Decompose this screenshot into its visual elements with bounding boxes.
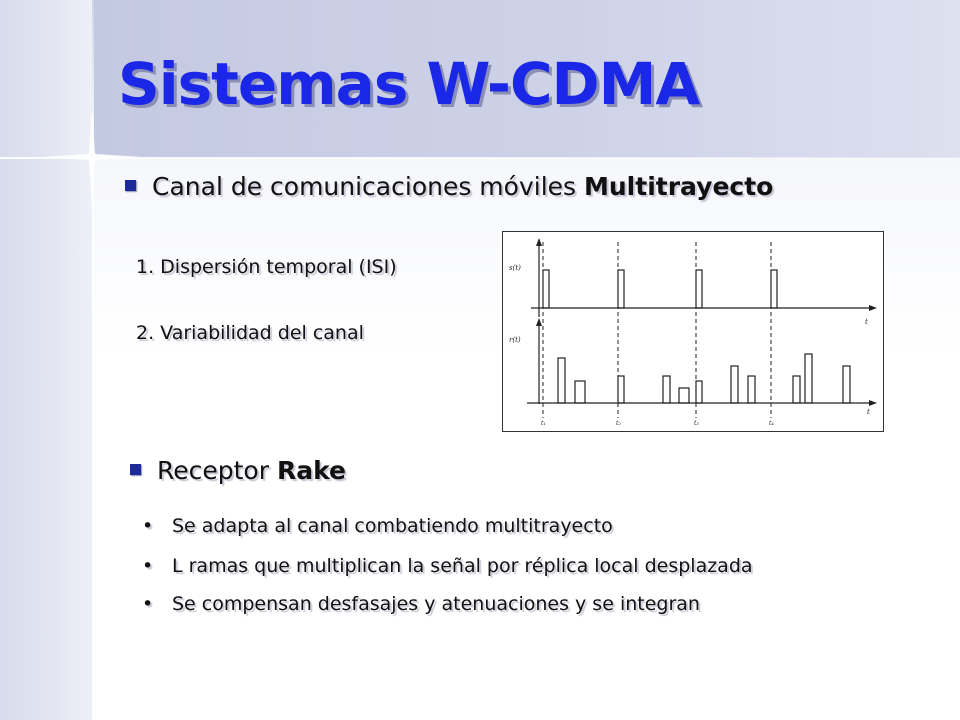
r-t-label: r(t)	[509, 336, 521, 344]
dot-bullet-icon: •	[142, 555, 154, 577]
left-decor-band	[0, 0, 92, 720]
bullet-receptor: Receptor Rake	[130, 456, 346, 485]
sub-bullet-3: • Se compensan desfasajes y atenuaciones …	[142, 593, 700, 615]
bullet-canal-text: Canal de comunicaciones móviles	[152, 172, 584, 201]
s-t-label: s(t)	[509, 264, 521, 272]
sub-bullet-3-text: Se compensan desfasajes y atenuaciones y…	[172, 593, 700, 615]
slide-title: Sistemas W-CDMA	[118, 50, 700, 118]
sub-bullet-1: • Se adapta al canal combatiendo multitra…	[142, 515, 613, 537]
numbered-item-1: 1. Dispersión temporal (ISI)	[136, 256, 397, 278]
marker-t2: t₂	[616, 420, 621, 427]
marker-t4: t₄	[769, 420, 774, 427]
t-axis-label-top: t	[865, 318, 868, 326]
numbered-item-2: 2. Variabilidad del canal	[136, 322, 364, 344]
bullet-canal-bold: Multitrayecto	[584, 172, 774, 201]
square-bullet-icon	[125, 179, 136, 191]
square-bullet-icon	[130, 463, 141, 475]
sparkle-decoration-icon	[42, 107, 142, 207]
sub-bullet-1-text: Se adapta al canal combatiendo multitray…	[172, 515, 613, 537]
marker-t3: t₃	[694, 420, 699, 427]
sub-bullet-2-text: L ramas que multiplican la señal por rép…	[172, 555, 753, 577]
decor-horizontal-line	[0, 157, 960, 159]
bullet-canal: Canal de comunicaciones móviles Multitra…	[125, 172, 773, 201]
multipath-figure: s(t) r(t) t t t₁ t₂ t₃ t₄	[502, 231, 884, 432]
title-band	[92, 0, 960, 158]
multipath-diagram: s(t) r(t) t t t₁ t₂ t₃ t₄	[509, 238, 877, 427]
t-axis-label-bottom: t	[867, 408, 870, 416]
bullet-receptor-bold: Rake	[276, 456, 346, 485]
bullet-receptor-text: Receptor	[157, 456, 277, 485]
dot-bullet-icon: •	[142, 593, 154, 615]
decor-vertical-line	[92, 0, 94, 720]
marker-t1: t₁	[541, 420, 546, 427]
dot-bullet-icon: •	[142, 515, 154, 537]
sub-bullet-2: • L ramas que multiplican la señal por ré…	[142, 555, 753, 577]
